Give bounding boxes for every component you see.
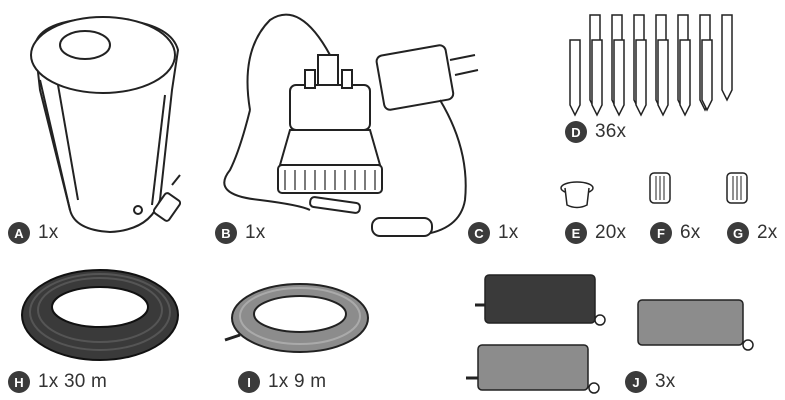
item-d-quantity: 36x <box>595 121 627 142</box>
submersible-pump-icon <box>223 13 383 214</box>
item-e-badge: E <box>565 222 587 244</box>
item-g-quantity: 2x <box>757 222 778 243</box>
item-b-quantity: 1x <box>245 222 266 243</box>
item-i-badge: I <box>238 371 260 393</box>
item-h-label: H 1x 30 m <box>8 370 107 394</box>
item-h-badge: H <box>8 371 30 393</box>
water-tank-icon <box>30 16 182 234</box>
item-c-label: C 1x <box>468 221 518 245</box>
item-j-label: J 3x <box>625 370 675 394</box>
item-h-quantity: 1x 30 m <box>38 371 107 392</box>
item-a-badge: A <box>8 222 30 244</box>
item-j-badge: J <box>625 371 647 393</box>
item-g-label: G 2x <box>727 221 777 245</box>
stopper-cap-icon <box>560 181 594 209</box>
item-e-label: E 20x <box>565 221 626 245</box>
item-a-quantity: 1x <box>38 222 59 243</box>
ground-stakes-icon <box>569 14 733 117</box>
item-d-badge: D <box>565 121 587 143</box>
item-d-label: D 36x <box>565 120 626 144</box>
item-e-quantity: 20x <box>595 222 627 243</box>
item-f-label: F 6x <box>650 221 700 245</box>
item-b-label: B 1x <box>215 221 265 245</box>
item-g-badge: G <box>727 222 749 244</box>
item-j-quantity: 3x <box>655 371 676 392</box>
item-i-label: I 1x 9 m <box>238 370 326 394</box>
item-b-badge: B <box>215 222 237 244</box>
grey-hose-coil-icon <box>224 283 369 353</box>
black-hose-coil-icon <box>21 269 179 361</box>
item-i-quantity: 1x 9 m <box>268 371 327 392</box>
connector-icon <box>649 172 748 204</box>
distributor-block-icon <box>466 274 754 394</box>
power-adapter-icon <box>371 44 479 237</box>
item-f-badge: F <box>650 222 672 244</box>
item-f-quantity: 6x <box>680 222 701 243</box>
item-a-label: A 1x <box>8 221 58 245</box>
item-c-quantity: 1x <box>498 222 519 243</box>
item-c-badge: C <box>468 222 490 244</box>
